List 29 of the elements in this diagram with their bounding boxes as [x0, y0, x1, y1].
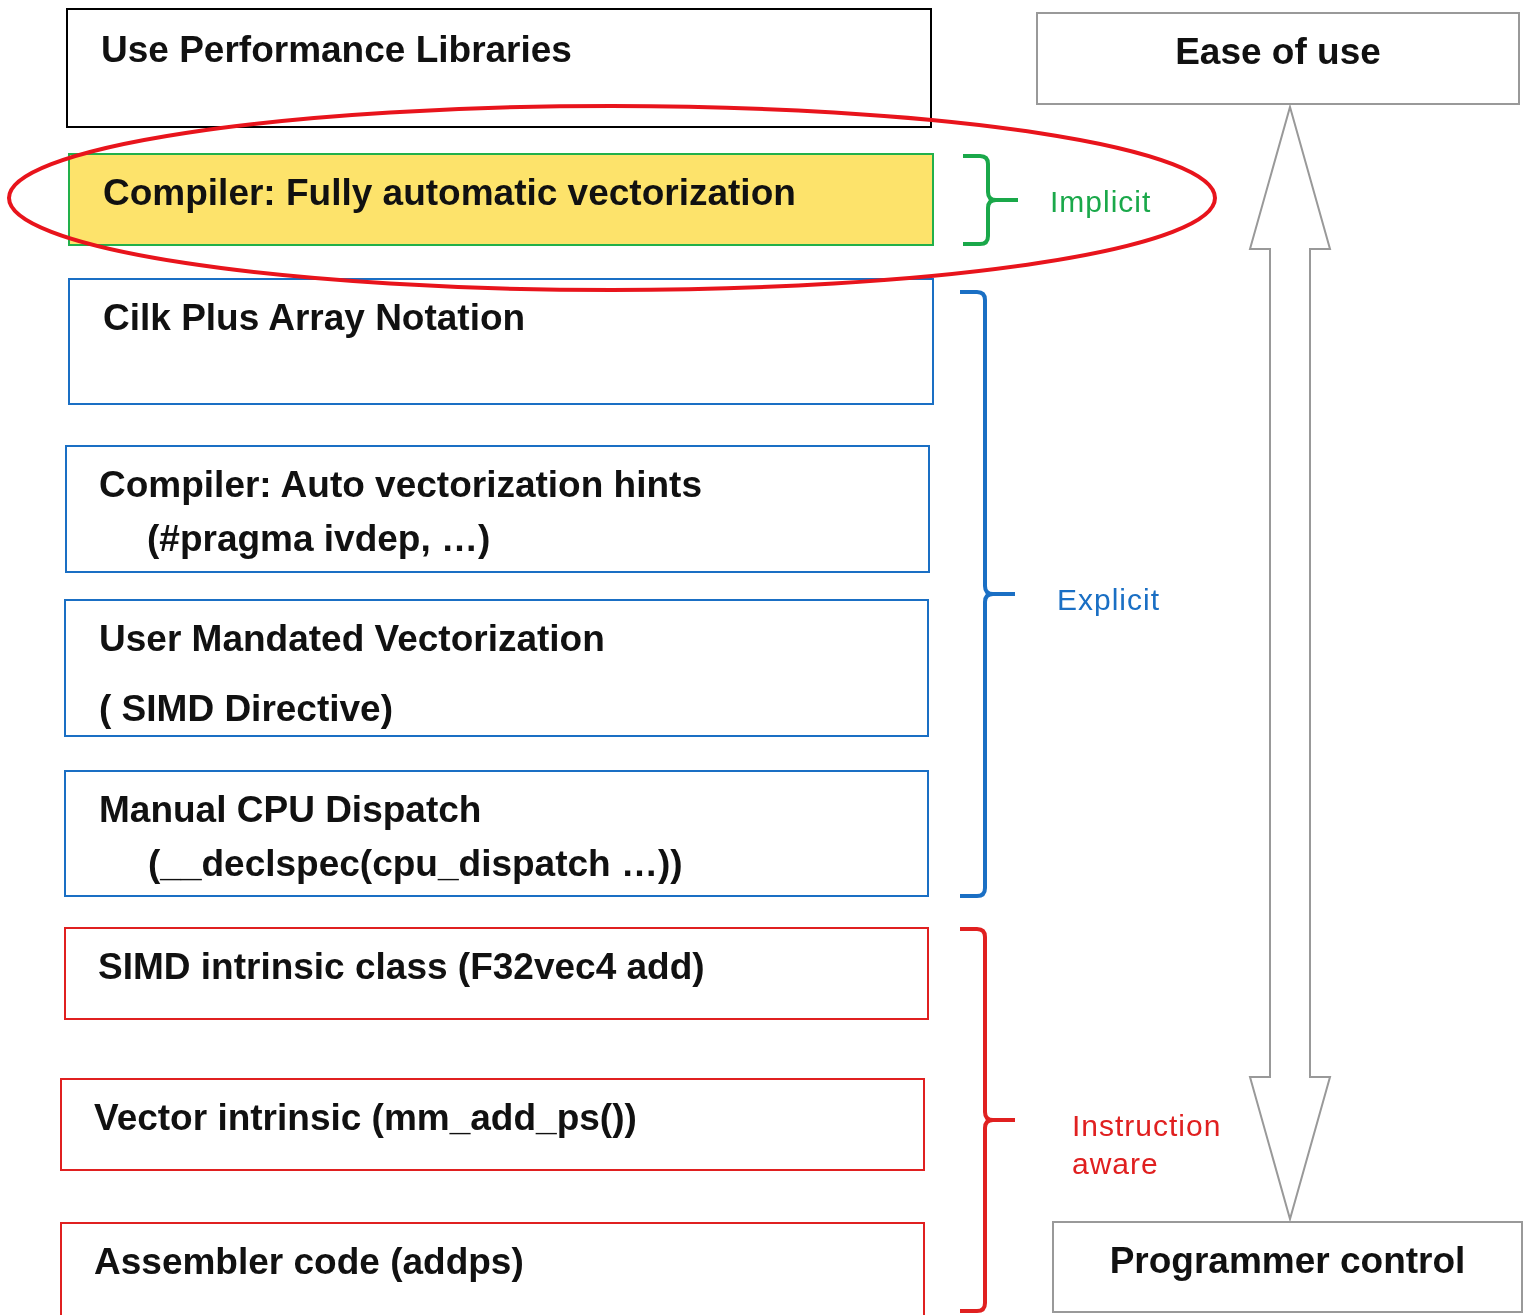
box-title: User Mandated Vectorization: [99, 617, 605, 661]
box-title: Compiler: Auto vectorization hints: [99, 463, 702, 507]
level-box: [64, 770, 929, 897]
box-title: SIMD intrinsic class (F32vec4 add): [98, 945, 705, 989]
box-subtitle: (__declspec(cpu_dispatch …)): [148, 842, 683, 886]
level-box: [60, 1222, 925, 1315]
box-subtitle: (#pragma ivdep, …): [147, 517, 491, 561]
level-box: [66, 8, 932, 128]
box-title: Compiler: Fully automatic vectorization: [103, 171, 796, 215]
group-label: Instruction aware: [1072, 1108, 1223, 1182]
double-arrow: [1248, 103, 1332, 1223]
box-title: Cilk Plus Array Notation: [103, 296, 526, 340]
box-title: Programmer control: [1108, 1239, 1467, 1283]
level-box: [64, 599, 929, 737]
group-label: Explicit: [1057, 582, 1162, 618]
group-label: Implicit: [1050, 184, 1153, 220]
box-title: Ease of use: [1174, 30, 1382, 74]
end-box: [1052, 1221, 1523, 1313]
box-title: Vector intrinsic (mm_add_ps()): [94, 1096, 637, 1140]
box-title: Use Performance Libraries: [101, 28, 572, 72]
level-box: [60, 1078, 925, 1171]
highlighted-box: [68, 153, 934, 246]
level-box: [64, 927, 929, 1020]
level-box: [68, 278, 934, 405]
box-title: Assembler code (addps): [94, 1240, 524, 1284]
level-box: [65, 445, 930, 573]
box-subtitle: ( SIMD Directive): [99, 687, 393, 731]
box-title: Manual CPU Dispatch: [99, 788, 482, 832]
end-box: [1036, 12, 1520, 105]
